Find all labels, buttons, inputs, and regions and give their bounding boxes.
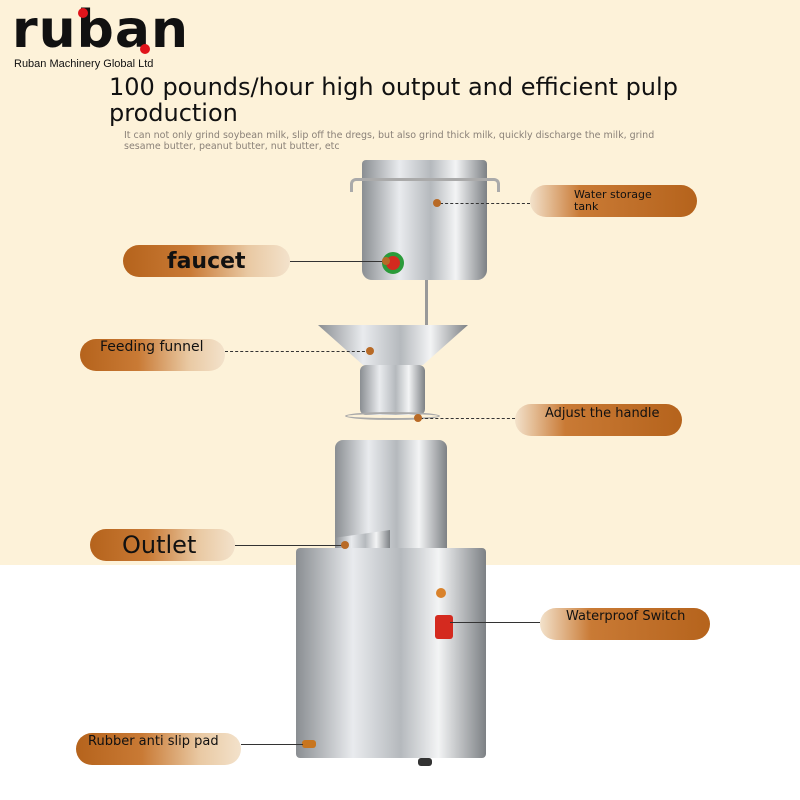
label-water-tank: Water storage tank	[530, 185, 697, 217]
pointer-dot	[341, 541, 349, 549]
leader-line	[225, 351, 370, 352]
company-name: Ruban Machinery Global Ltd	[14, 58, 154, 70]
leader-line	[290, 261, 385, 262]
label-feeding-funnel: Feeding funnel	[80, 339, 225, 371]
leader-line	[450, 622, 540, 623]
logo-dot	[140, 44, 150, 54]
funnel-neck	[360, 365, 425, 415]
pointer-dot	[414, 414, 422, 422]
indicator-light	[436, 588, 446, 598]
label-faucet: faucet	[123, 245, 290, 277]
pointer-dot	[366, 347, 374, 355]
leader-line	[420, 418, 515, 419]
label-adjust-handle: Adjust the handle	[515, 404, 682, 436]
leader-line	[235, 545, 345, 546]
label-outlet: Outlet	[90, 529, 235, 561]
headline: 100 pounds/hour high output and efficien…	[109, 73, 678, 127]
pointer-dot	[433, 199, 441, 207]
leader-line	[241, 744, 303, 745]
label-rubber-pad: Rubber anti slip pad	[76, 733, 241, 765]
label-waterproof-switch: Waterproof Switch	[540, 608, 710, 640]
waterproof-switch[interactable]	[435, 615, 453, 639]
pipe	[425, 280, 428, 325]
tank-handles	[350, 178, 500, 192]
adjust-handle-ring	[345, 412, 440, 420]
rubber-pad	[302, 740, 316, 748]
brand-logo: ruban	[12, 0, 189, 60]
pointer-dot	[382, 257, 390, 265]
logo-dot	[78, 8, 88, 18]
description: It can not only grind soybean milk, slip…	[124, 130, 655, 152]
base-cabinet	[296, 548, 486, 758]
leader-line	[440, 203, 530, 204]
rubber-pad	[418, 758, 432, 766]
